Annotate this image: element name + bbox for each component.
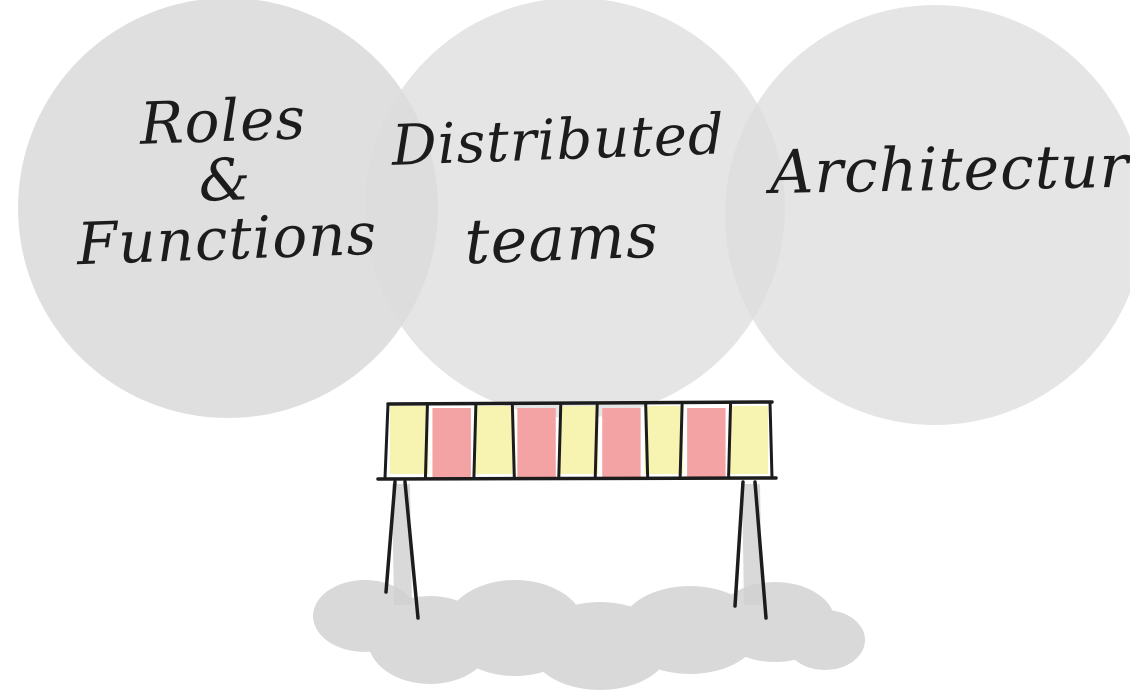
circle-architecture (725, 5, 1130, 425)
barrier-panel-red (432, 408, 471, 478)
barrier-divider (472, 402, 478, 480)
barrier-divider (557, 402, 563, 480)
barrier-legs (384, 480, 768, 620)
circle-distributed-teams (365, 0, 785, 418)
barrier-panel-red (517, 408, 556, 478)
barrier-divider (593, 402, 599, 480)
barrier-divider (727, 402, 733, 480)
left-leg-inner (403, 480, 420, 620)
venn-circles (18, 0, 1130, 425)
label-roles-functions: Roles & Functions (57, 84, 393, 279)
right-leg-outer (733, 480, 745, 608)
barrier-panel-yellow (729, 406, 768, 474)
barrier-panel-yellow (644, 406, 684, 474)
barrier-panels (390, 406, 768, 478)
roles-line-3: Functions (75, 200, 379, 279)
architecture-line-1: Architecture (769, 131, 1130, 209)
left-leg-outer (384, 480, 397, 594)
right-leg-inner (753, 480, 768, 620)
barrier-panel-yellow (559, 406, 599, 474)
label-distributed-teams: Distributed teams (377, 102, 742, 279)
barrier-frame (376, 400, 778, 481)
distributed-line-1: Distributed (390, 102, 726, 179)
barrier-divider (678, 402, 684, 480)
barrier-divider (644, 402, 650, 480)
circle-roles-functions (18, 0, 438, 418)
barrier-divider (510, 402, 516, 480)
barrier-divider (423, 402, 429, 480)
leg-shadows (392, 484, 762, 605)
barrier-panel-yellow (390, 406, 429, 474)
barrier-panel-red (687, 408, 726, 478)
barrier-panel-yellow (474, 406, 514, 474)
barrier-panel-red (602, 408, 641, 478)
label-architecture: Architecture (769, 131, 1130, 209)
barrier-dividers (423, 402, 733, 480)
distributed-line-2: teams (463, 198, 660, 279)
